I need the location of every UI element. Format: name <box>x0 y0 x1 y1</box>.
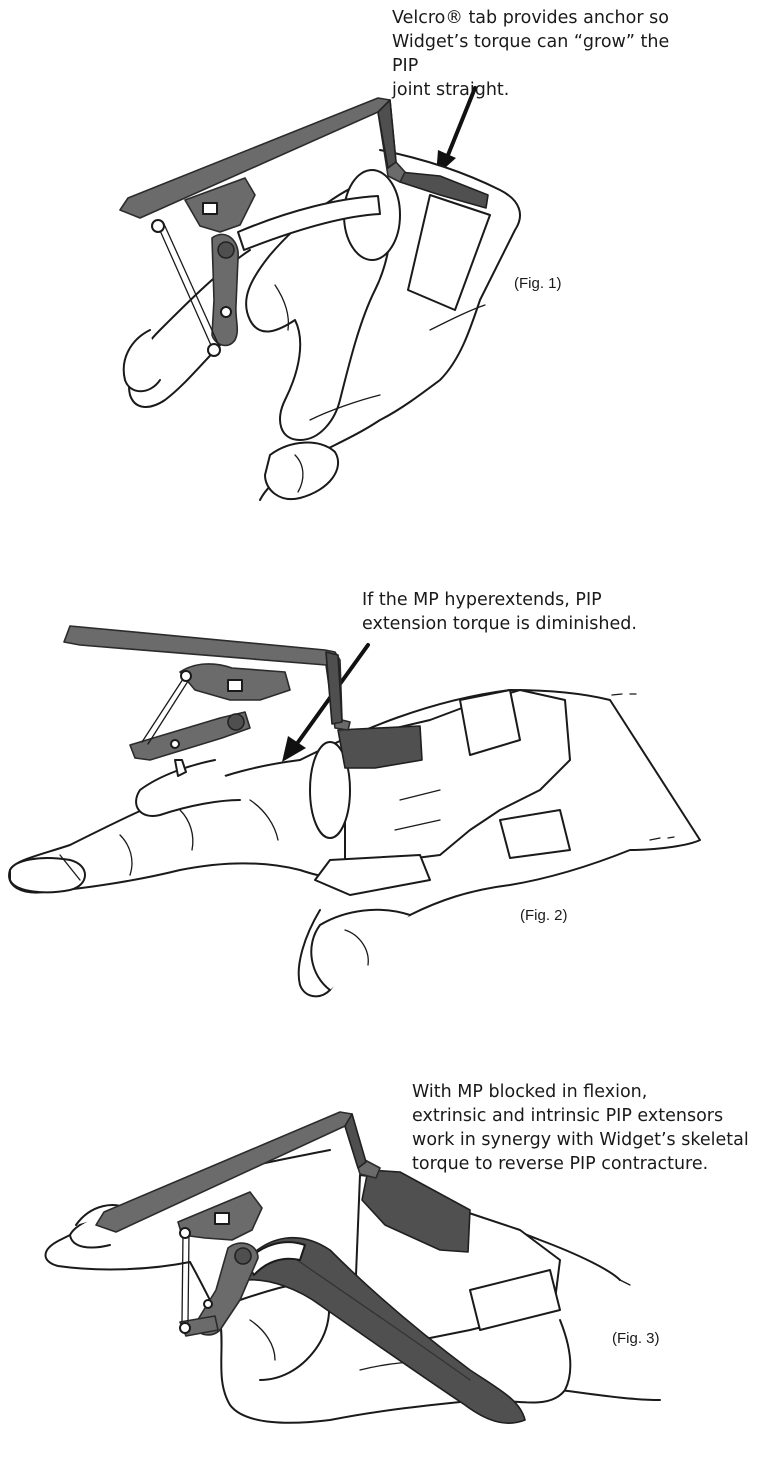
figure-2-knuckle <box>309 741 351 839</box>
figure-2-palm-strap <box>314 854 431 896</box>
figure-2-strap-lower <box>499 809 571 859</box>
figure-3-label: (Fig. 3) <box>612 1330 660 1347</box>
figure-3-strap-lower <box>469 1269 561 1331</box>
figure-2-label: (Fig. 2) <box>520 907 568 924</box>
figure-1-illustration <box>119 86 521 501</box>
figure-2-link-arm <box>129 711 251 761</box>
figure-2-rubber-band <box>141 675 186 743</box>
figure-1-finger-sleeve <box>237 195 381 251</box>
figure-3-strap-loop <box>245 1241 306 1276</box>
figure-3-outrigger-bar <box>95 1111 381 1233</box>
figure-1-label: (Fig. 1) <box>514 275 562 292</box>
figure-2-fingertip <box>9 857 86 894</box>
figure-2-arrowhead-icon <box>282 736 306 762</box>
figure-2-velcro-tab <box>337 725 423 769</box>
figure-2-thumb <box>310 908 411 991</box>
figure-2-finger-sleeve <box>174 759 187 777</box>
figure-2-illustration <box>8 625 701 998</box>
figure-3-caption: With MP blocked in flexion, extrinsic an… <box>412 1082 749 1174</box>
figure-1-fingertip <box>122 329 161 393</box>
figure-3-rubber-band <box>181 1233 184 1323</box>
figure-1-rubber-band <box>157 225 215 353</box>
figure-2-strap-upper <box>459 689 521 756</box>
figure-1-outrigger-bar <box>119 97 406 219</box>
figure-1-velcro-strap <box>407 194 491 311</box>
figure-1-caption: Velcro® tab provides anchor so Widget’s … <box>392 8 670 100</box>
figure-1-hinge-body <box>184 177 256 233</box>
figure-1-arrow <box>444 86 477 162</box>
figure-3-velcro-strap <box>245 1236 526 1424</box>
figure-2-outrigger-bar <box>63 625 351 731</box>
figure-1-thumb <box>264 441 340 501</box>
figure-2-caption: If the MP hyperextends, PIP extension to… <box>362 590 637 634</box>
figure-3-velcro-tab <box>361 1169 471 1253</box>
